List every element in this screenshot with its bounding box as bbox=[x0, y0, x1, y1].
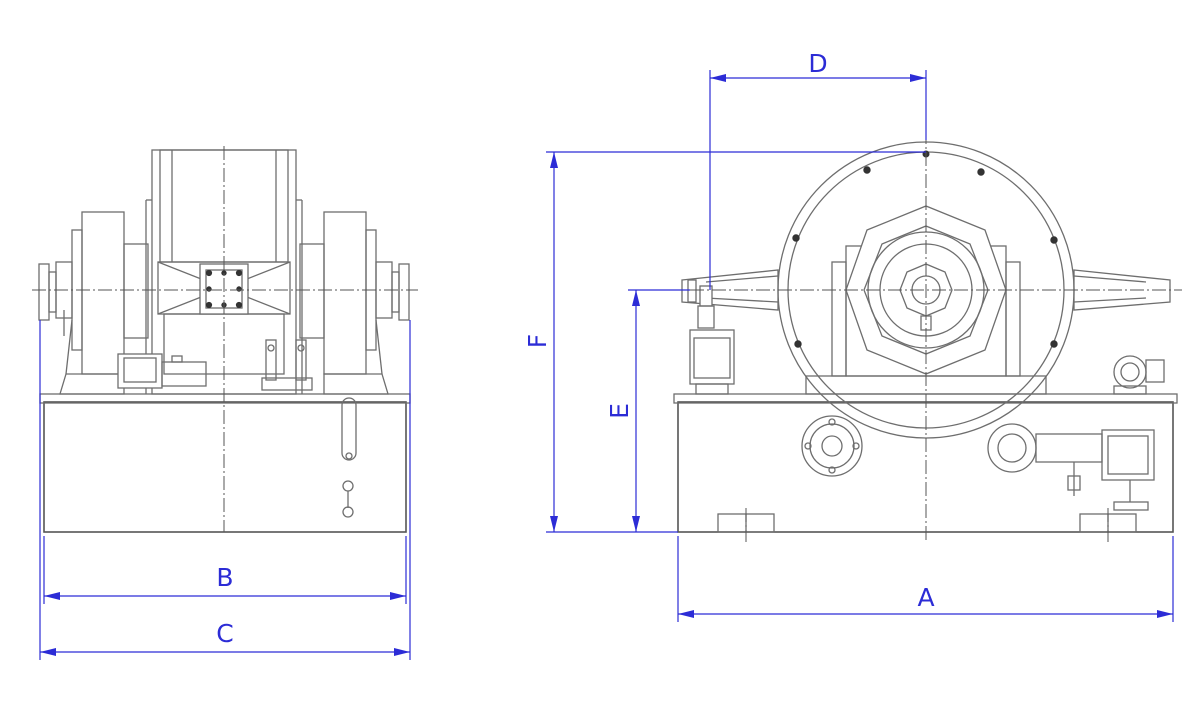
dimension-label-e: E bbox=[605, 403, 634, 419]
dimension-label-a: A bbox=[917, 583, 934, 612]
dimension-label-d: D bbox=[808, 49, 827, 78]
front-valves bbox=[261, 339, 313, 391]
side-feet bbox=[717, 513, 1137, 533]
front-view bbox=[32, 146, 418, 533]
side-port-flange bbox=[801, 415, 863, 477]
front-level-gauge bbox=[341, 397, 357, 461]
dimension-b: B bbox=[43, 536, 407, 604]
dimension-label-c: C bbox=[216, 619, 233, 648]
front-motor-unit bbox=[117, 353, 207, 389]
dimension-d: D bbox=[709, 49, 927, 290]
dimension-e: E bbox=[605, 289, 690, 532]
side-right-arm bbox=[1073, 269, 1171, 311]
side-left-arm bbox=[681, 269, 779, 311]
dimension-c: C bbox=[39, 320, 411, 660]
front-drain-valve bbox=[342, 480, 354, 518]
dimension-a: A bbox=[677, 536, 1174, 622]
side-piping-valves bbox=[987, 423, 1155, 511]
front-right-drum bbox=[299, 211, 410, 395]
dimension-label-b: B bbox=[216, 563, 233, 592]
side-view bbox=[668, 130, 1182, 542]
dimension-label-f: F bbox=[523, 334, 552, 348]
side-small-motor bbox=[1113, 355, 1165, 395]
front-tank bbox=[43, 401, 407, 533]
side-hydraulic-actuator bbox=[689, 285, 735, 395]
dimension-f: F bbox=[523, 151, 926, 533]
